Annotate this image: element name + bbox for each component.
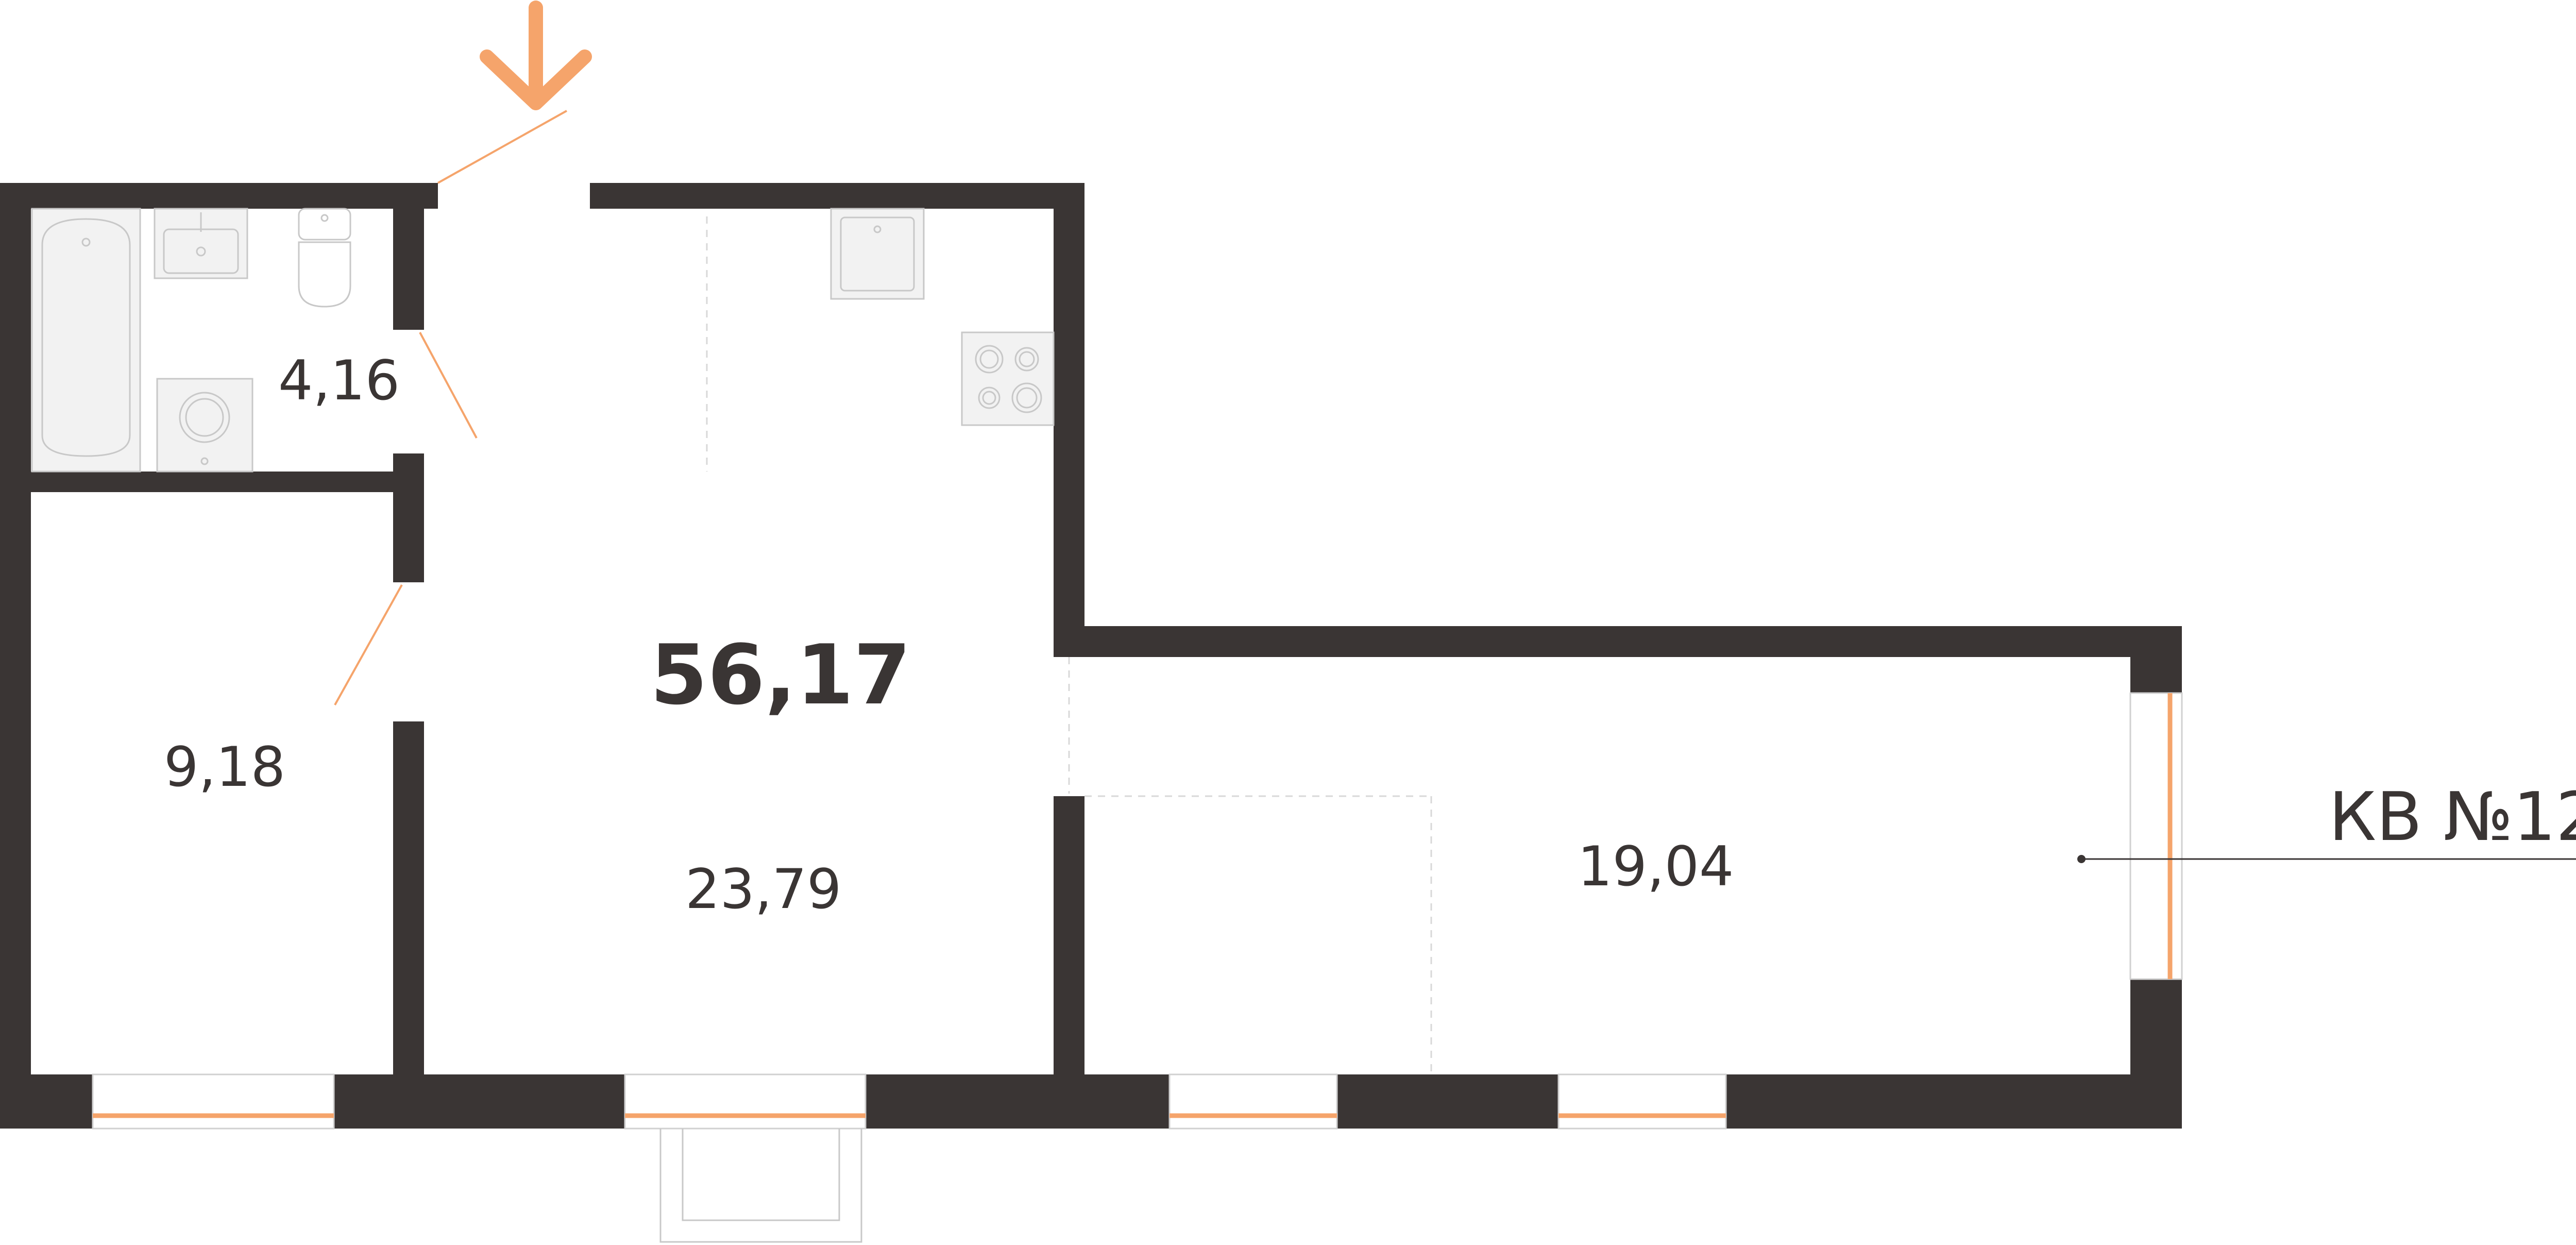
bathroom-door-swing [419,332,478,439]
zone-dividers [706,216,1432,1074]
toilet [298,208,351,308]
wall-bottom-1 [0,1074,93,1129]
wall-bath-bottom [28,472,424,492]
living-room-area-label: 19,04 [1578,835,1734,898]
wall-top-right [590,183,1084,209]
window-living-2 [1557,1073,1727,1130]
window-living-1 [1168,1073,1338,1130]
washing-machine [156,378,253,473]
walls [0,183,2182,1129]
bedroom-area-label: 9,18 [164,735,285,799]
kitchen-sink [830,208,925,300]
entrance-door-swing [437,110,567,184]
bedroom-door-swing [334,584,403,705]
kitchen-living-area-label: 23,79 [685,857,841,921]
window-bedroom [92,1073,335,1130]
sink [154,208,248,279]
stove [961,331,1055,426]
wall-bedroom-hall-lower [393,721,424,1129]
bathtub [31,208,141,473]
door-swings [334,110,567,705]
window-kitchen [624,1073,867,1130]
wall-left-outer [0,183,31,1129]
total-area-label: 56,17 [650,627,911,723]
wall-bottom-2 [334,1074,625,1129]
apartment-number-label: КВ №128 [2329,778,2576,856]
wall-bottom-5 [1726,1074,2182,1129]
wall-kitchen-right [1054,183,1084,657]
arrow-down-icon [480,1,592,110]
balcony [659,1129,862,1243]
apartment-leader [2077,855,2576,863]
wall-living-top [1054,626,2182,657]
wall-bedroom-hall-upper [393,453,424,582]
wall-living-partition [1054,796,1084,1129]
wall-top-left [0,183,438,209]
wall-bottom-4 [1337,1074,1558,1129]
wall-bottom-3 [866,1074,1170,1129]
windows [92,692,2183,1130]
wall-right-upper [2130,626,2182,693]
bathroom-area-label: 4,16 [278,349,400,412]
window-living-side [2129,692,2183,980]
wall-bath-hall-upper [393,206,424,330]
